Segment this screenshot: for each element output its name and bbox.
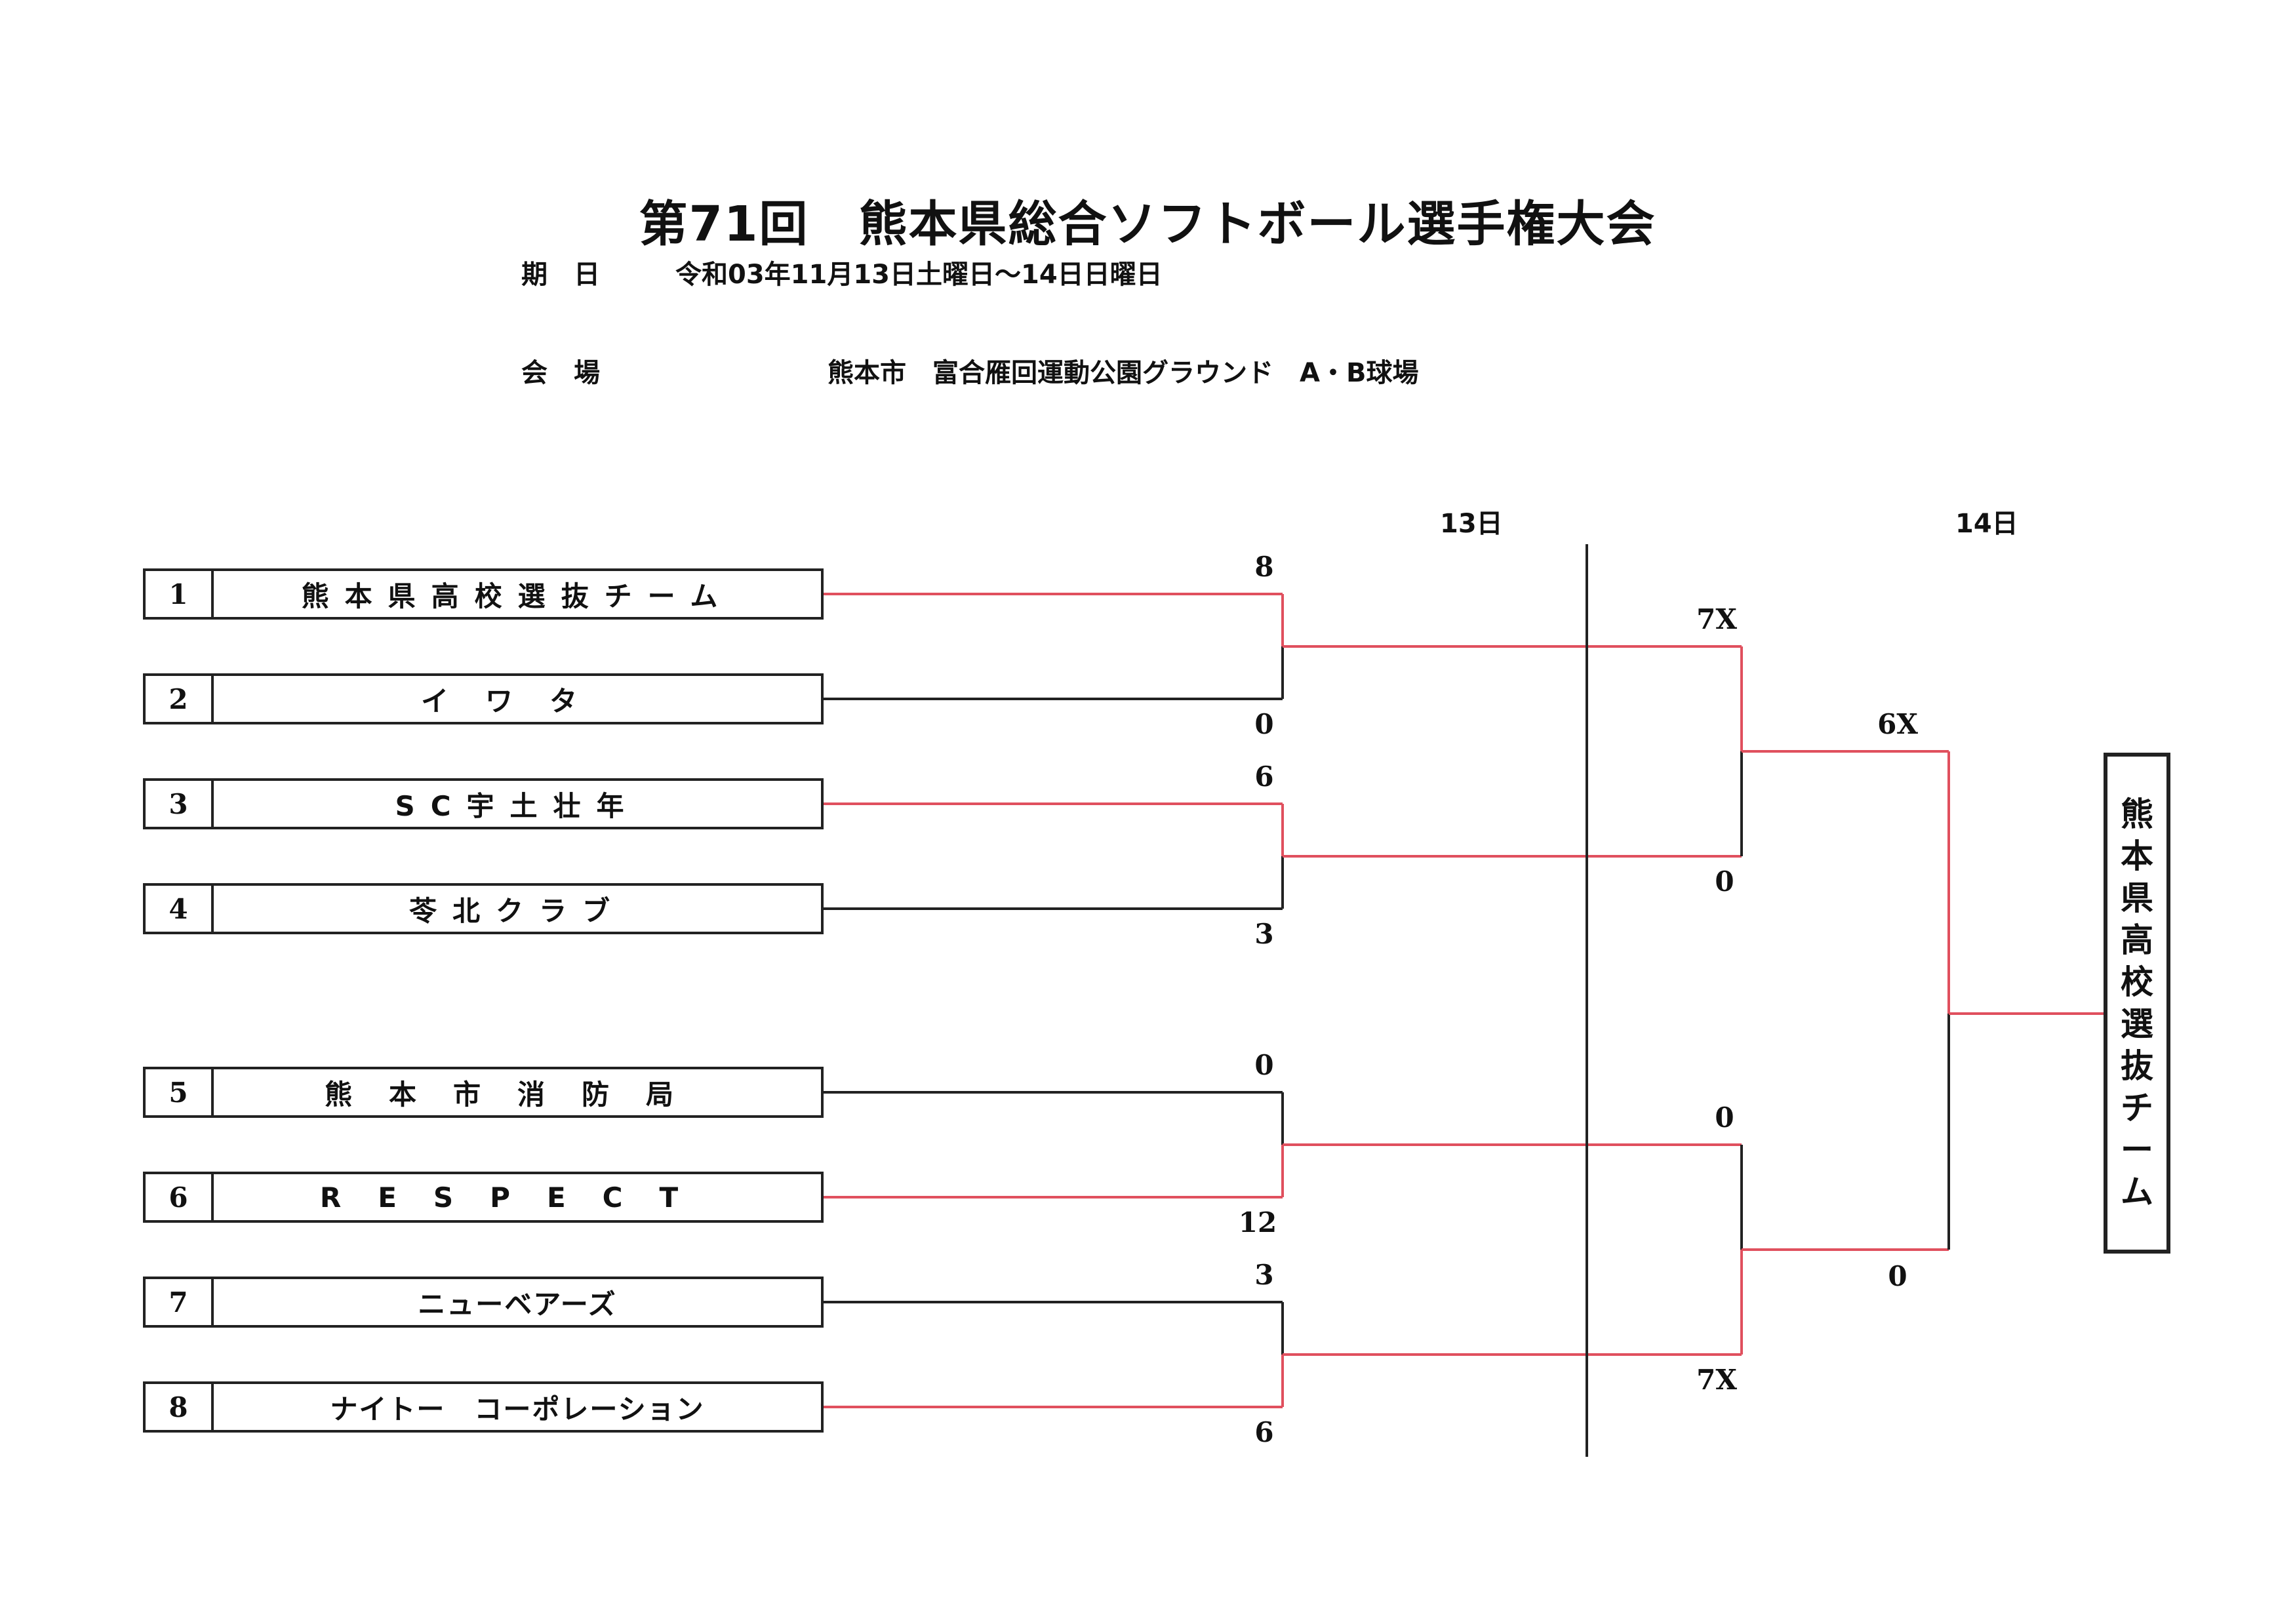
team-row: 2 イワタ [143,673,824,724]
score-r1-m3-bottom: 12 [1238,1206,1277,1238]
page-title: 第71回 熊本県総合ソフトボール選手権大会 [639,196,1656,252]
champion-char: 本 [2121,837,2153,875]
team-name: SC宇土壮年 [395,789,640,822]
team-row: 7 ニューベアーズ [143,1277,824,1328]
team-name: ナイトー コーポレーション [330,1393,705,1425]
day2-label: 14日 [1955,509,2018,539]
team-number: 5 [146,1069,214,1115]
team-number: 8 [146,1384,214,1430]
team-row: 1 熊本県高校選抜チーム [143,568,824,620]
score-sf2-top: 0 [1715,1101,1734,1134]
team-row: 8 ナイトー コーポレーション [143,1381,824,1433]
champion-char: 校 [2121,963,2153,1001]
team-number: 4 [146,886,214,932]
champion-char: ー [2121,1131,2153,1169]
champion-char: 抜 [2121,1047,2153,1085]
team-number: 6 [146,1174,214,1220]
score-r1-m2-top: 6 [1254,761,1274,793]
score-r1-m4-bottom: 6 [1254,1416,1274,1448]
score-r1-m2-bottom: 3 [1254,918,1274,950]
team-name: 苓北クラブ [409,894,626,927]
team-name: 熊本県高校選抜チーム [301,580,734,612]
champion-char: 県 [2121,879,2153,917]
venue-value: 熊本市 富合雁回運動公園グラウンド A・B球場 [828,358,1419,388]
day1-label: 13日 [1440,509,1503,539]
team-row: 4 苓北クラブ [143,883,824,934]
champion-char: 選 [2121,1005,2153,1043]
score-r1-m1-bottom: 0 [1254,708,1274,740]
team-number: 3 [146,781,214,827]
venue-label: 会 場 [521,358,600,388]
score-sf2-bottom: 7X [1696,1364,1737,1396]
date-value: 令和03年11月13日土曜日～14日日曜日 [675,260,1163,290]
team-name: ニューベアーズ [418,1288,617,1320]
score-sf1-bottom: 0 [1715,865,1734,898]
champion-char: 高 [2121,921,2153,959]
team-number: 1 [146,571,214,617]
date-label: 期 日 [521,260,600,290]
team-name: イワタ [420,684,614,717]
score-r1-m1-top: 8 [1254,551,1274,583]
team-row: 3 SC宇土壮年 [143,778,824,829]
team-name: RESPECT [319,1181,715,1214]
champion-box: 熊 本 県 高 校 選 抜 チ ー ム [2104,753,2170,1254]
score-r1-m3-top: 0 [1254,1049,1274,1081]
team-name: 熊本市消防局 [324,1078,710,1111]
score-sf1-top: 7X [1696,603,1737,635]
champion-char: チ [2121,1089,2153,1127]
champion-char: 熊 [2121,795,2153,833]
team-number: 2 [146,676,214,722]
score-final-top: 6X [1877,708,1918,740]
score-r1-m4-top: 3 [1254,1259,1274,1291]
champion-char: ム [2121,1173,2153,1211]
team-row: 5 熊本市消防局 [143,1067,824,1118]
team-row: 6 RESPECT [143,1172,824,1223]
score-final-bottom: 0 [1888,1260,1907,1292]
team-number: 7 [146,1279,214,1325]
